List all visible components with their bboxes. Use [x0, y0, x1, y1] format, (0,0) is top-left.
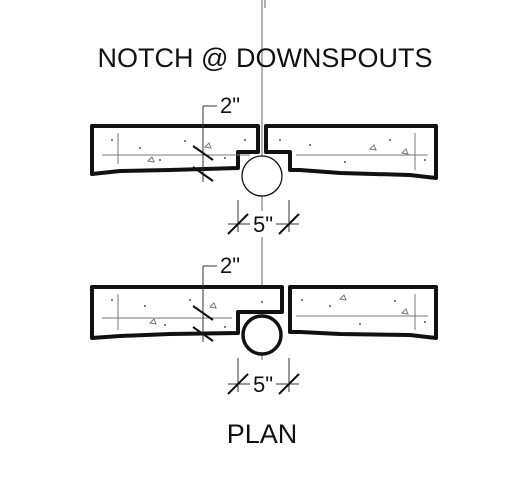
width-dimension-2-label: 5" [253, 372, 273, 397]
right-slab-1 [264, 124, 438, 180]
detail-title: NOTCH @ DOWNSPOUTS [98, 43, 433, 73]
detail-2: 2" 5" [90, 253, 438, 397]
left-slab-1 [90, 124, 260, 176]
width-dimension-2: 5" [227, 358, 300, 397]
downspout-2 [241, 314, 283, 356]
detail-1: 2" 5" [90, 93, 438, 237]
notch-dimension-2-label: 2" [220, 253, 240, 278]
width-dimension-1: 5" [227, 200, 300, 237]
notch-dimension-1: 2" [192, 93, 240, 182]
notch-dimension-2: 2" [192, 253, 240, 342]
downspout-1 [241, 155, 283, 197]
right-slab-2 [288, 285, 438, 340]
plan-label: PLAN [227, 419, 298, 449]
notch-dimension-1-label: 2" [220, 93, 240, 118]
width-dimension-1-label: 5" [253, 212, 273, 237]
